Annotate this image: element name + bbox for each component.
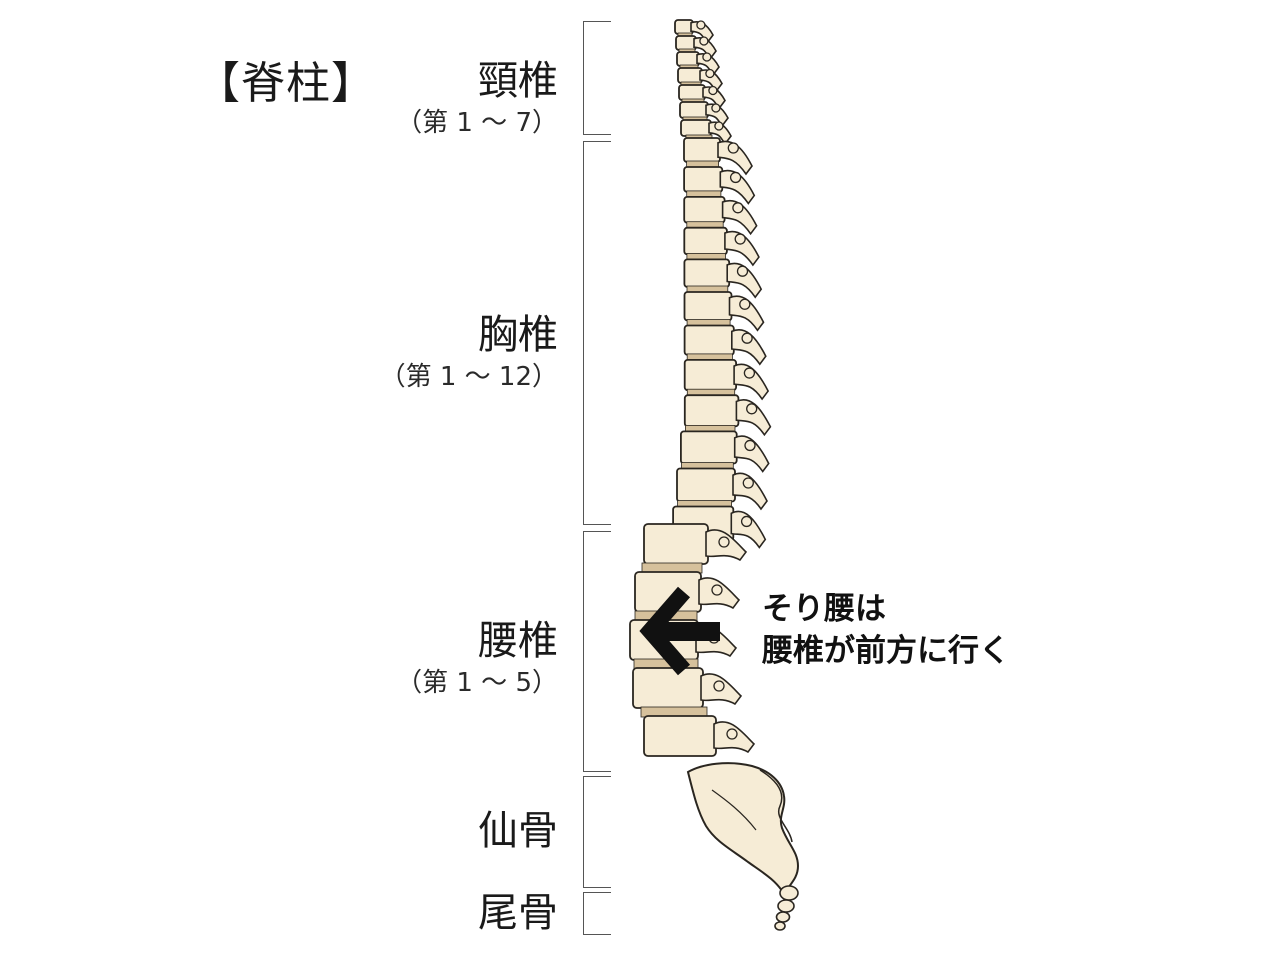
spinous-process (733, 363, 770, 401)
vertebral-body (683, 226, 728, 256)
vertebral-body (683, 394, 740, 428)
articular-process (746, 403, 758, 415)
articular-process (696, 20, 706, 30)
coccyx-segment (775, 911, 791, 923)
label-lumbar: 腰椎 （第 1 〜 5） (396, 616, 558, 700)
vertebral-body (683, 324, 735, 356)
coccyx-group (774, 885, 799, 931)
coccyx-segment (779, 885, 799, 901)
articular-process (727, 142, 739, 154)
thoracic-name: 胸椎 (478, 312, 558, 358)
articular-process (708, 85, 718, 96)
spinous-process (732, 472, 768, 511)
thoracic-range: （第 1 〜 12） (379, 362, 558, 392)
coccyx-name: 尾骨 (478, 890, 558, 936)
lumbar-range: （第 1 〜 5） (396, 668, 558, 698)
vertebral-body (683, 358, 738, 392)
articular-process (699, 36, 709, 46)
articular-process (718, 536, 730, 548)
articular-process (736, 265, 749, 277)
articular-process (705, 68, 715, 79)
articular-process (741, 332, 753, 344)
annotation-text: そり腰は 腰椎が前方に行く (762, 588, 1010, 672)
bracket-lumbar (583, 531, 611, 772)
vertebral-body (683, 195, 726, 224)
diagram-title: 【脊柱】 (196, 58, 376, 109)
spinous-process (731, 329, 767, 366)
sacrum-name: 仙骨 (478, 808, 558, 854)
vertebral-body (678, 84, 706, 101)
spinous-process (724, 230, 760, 267)
spinous-process (728, 295, 765, 332)
label-cervical: 頸椎 （第 1 〜 7） (396, 56, 558, 140)
spinous-process (733, 435, 770, 473)
annotation-line-2: 腰椎が前方に行く (762, 633, 1010, 669)
articular-process (739, 298, 751, 310)
vertebrae-group (629, 19, 772, 757)
vertebral-body (683, 137, 721, 163)
articular-process (740, 515, 753, 528)
cervical-name: 頸椎 (478, 58, 558, 104)
coccyx-segment (774, 921, 786, 931)
vertebral-body (677, 67, 703, 84)
articular-process (729, 171, 742, 184)
articular-process (743, 367, 756, 379)
sacrum-groove (711, 789, 757, 831)
vertebral-body (643, 715, 717, 757)
vertebral-body (679, 101, 709, 119)
articular-process (714, 121, 724, 131)
vertebral-body (632, 667, 704, 709)
vertebral-body (676, 51, 700, 67)
label-coccyx: 尾骨 (478, 888, 558, 938)
vertebral-body (683, 166, 724, 193)
label-thoracic: 胸椎 （第 1 〜 12） (380, 310, 558, 394)
sacrum-ridge (759, 769, 793, 843)
articular-process (713, 680, 725, 692)
spinous-process (730, 510, 767, 549)
vertebral-body (676, 467, 736, 503)
coccyx-segment (777, 899, 795, 913)
articular-process (732, 202, 744, 214)
annotation-line-1: そり腰は (762, 591, 886, 627)
vertebral-body (680, 430, 738, 465)
articular-process (744, 439, 756, 452)
vertebral-body (675, 35, 697, 51)
spinous-process (717, 140, 753, 176)
cervical-range: （第 1 〜 7） (396, 108, 558, 138)
articular-process (742, 477, 754, 489)
sacrum-shape (686, 762, 800, 896)
articular-process (711, 584, 723, 596)
arrow-left-icon (639, 586, 720, 676)
sacrum-group (686, 762, 800, 896)
vertebral-body (683, 258, 731, 288)
articular-process (711, 103, 721, 113)
vertebral-body (680, 119, 712, 137)
spinous-process (721, 199, 758, 236)
articular-process (702, 52, 712, 62)
label-sacrum: 仙骨 (478, 806, 558, 856)
spinous-process (719, 169, 756, 205)
articular-process (734, 233, 746, 245)
bracket-thoracic (583, 141, 611, 525)
bracket-sacrum (583, 776, 611, 888)
spinous-process (735, 399, 772, 437)
lumbar-name: 腰椎 (478, 618, 558, 664)
articular-process (726, 728, 738, 740)
vertebral-body (683, 291, 733, 322)
bracket-cervical (583, 21, 611, 135)
spinous-process (726, 262, 763, 299)
vertebral-body (643, 523, 709, 565)
bracket-coccyx (583, 892, 611, 935)
